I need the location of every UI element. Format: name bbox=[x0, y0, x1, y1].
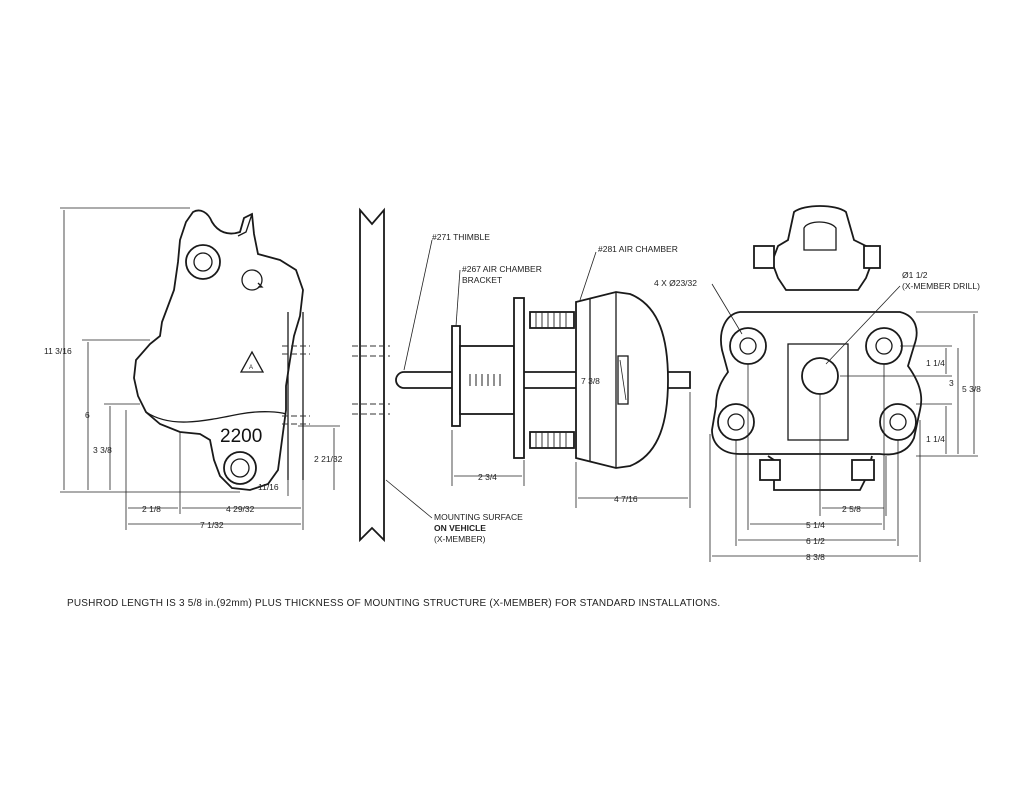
dim-height-overall: 11 3/16 bbox=[44, 346, 72, 356]
top-lug-bolt-left bbox=[753, 245, 775, 269]
upper-pivot-inner bbox=[193, 252, 213, 272]
flange-hole-bl bbox=[717, 403, 755, 441]
upper-pivot-outer bbox=[185, 244, 221, 280]
dim-height-low: 3 3/8 bbox=[93, 445, 112, 455]
lower-nut-right bbox=[851, 459, 875, 481]
lower-pivot-inner bbox=[230, 458, 250, 478]
lower-stud bbox=[529, 431, 575, 449]
callout-thimble: #271 THIMBLE bbox=[432, 232, 490, 242]
dim-right-overall: 5 3/8 bbox=[962, 384, 981, 394]
callout-drill: Ø1 1/2 bbox=[902, 270, 928, 280]
callout-mounting-sub: (X-MEMBER) bbox=[434, 534, 486, 544]
logo-triangle-icon bbox=[239, 350, 265, 373]
center-pocket bbox=[787, 343, 849, 441]
dim-bottom-2-5-8: 2 5/8 bbox=[842, 504, 861, 514]
dim-right-mid: 3 bbox=[949, 378, 954, 388]
flange-hole-br bbox=[879, 403, 917, 441]
dim-chamber-len: 4 7/16 bbox=[614, 494, 638, 504]
dim-4-29-32: 4 29/32 bbox=[226, 504, 255, 514]
dim-bracket-len: 2 3/4 bbox=[478, 472, 497, 482]
dim-11-16: 11/16 bbox=[258, 482, 279, 492]
dim-bottom-8-3-8: 8 3/8 bbox=[806, 552, 825, 562]
installation-note: PUSHROD LENGTH IS 3 5/8 in.(92mm) PLUS T… bbox=[67, 598, 721, 609]
lower-nut-left bbox=[759, 459, 781, 481]
dim-2-21-32: 2 21/32 bbox=[314, 454, 343, 464]
dim-chamber-dia: 7 3/8 bbox=[581, 376, 600, 386]
top-lug bbox=[771, 205, 873, 291]
hook-view: A 2200 11 3/16 6 3 3/8 2 21/32 11/16 2 1… bbox=[44, 207, 343, 530]
dim-bottom-5-1-4: 5 1/4 bbox=[806, 520, 825, 530]
latch-arrow-icon bbox=[257, 282, 264, 288]
flange-hole-tl bbox=[729, 327, 767, 365]
lower-pivot-outer bbox=[223, 451, 257, 485]
callout-drill-sub: (X-MEMBER DRILL) bbox=[902, 281, 980, 291]
hook-lip bbox=[145, 411, 287, 423]
latch-pin bbox=[241, 269, 263, 291]
model-number: 2200 bbox=[220, 426, 262, 447]
callout-mounting: MOUNTING SURFACE bbox=[434, 512, 523, 522]
dim-right-lower: 1 1/4 bbox=[926, 434, 945, 444]
callout-holes: 4 X Ø23/32 bbox=[654, 278, 697, 288]
side-view: #271 THIMBLE #267 AIR CHAMBER BRACKET #2… bbox=[352, 207, 691, 544]
callout-bracket: #267 AIR CHAMBER bbox=[462, 264, 542, 274]
bracket-plate-front bbox=[451, 325, 461, 427]
dim-2-1-8: 2 1/8 bbox=[142, 504, 161, 514]
dim-bottom-6-1-2: 6 1/2 bbox=[806, 536, 825, 546]
chamber-clamp bbox=[617, 355, 629, 405]
hook-body bbox=[133, 209, 304, 491]
callout-bracket-sub: BRACKET bbox=[462, 275, 502, 285]
rear-view: 4 X Ø23/32 Ø1 1/2 (X-MEMBER DRILL) 1 1/4… bbox=[654, 205, 981, 562]
x-member-drill-hole bbox=[801, 357, 839, 395]
callout-mounting-bold: ON VEHICLE bbox=[434, 523, 486, 533]
flange-hole-tr bbox=[865, 327, 903, 365]
top-lug-bolt-right bbox=[863, 245, 881, 269]
latch-tip bbox=[237, 213, 253, 237]
logo-letter-icon: A bbox=[249, 365, 253, 371]
bracket-tube bbox=[459, 345, 515, 415]
dim-height-mid: 6 bbox=[85, 410, 90, 420]
dim-width-overall: 7 1/32 bbox=[200, 520, 224, 530]
callout-chamber: #281 AIR CHAMBER bbox=[598, 244, 678, 254]
bracket-plate-rear bbox=[513, 297, 525, 459]
bracket-threads bbox=[469, 374, 501, 386]
dim-right-upper: 1 1/4 bbox=[926, 358, 945, 368]
mounting-plate bbox=[359, 207, 385, 543]
air-chamber bbox=[575, 291, 669, 469]
upper-stud bbox=[529, 311, 575, 329]
